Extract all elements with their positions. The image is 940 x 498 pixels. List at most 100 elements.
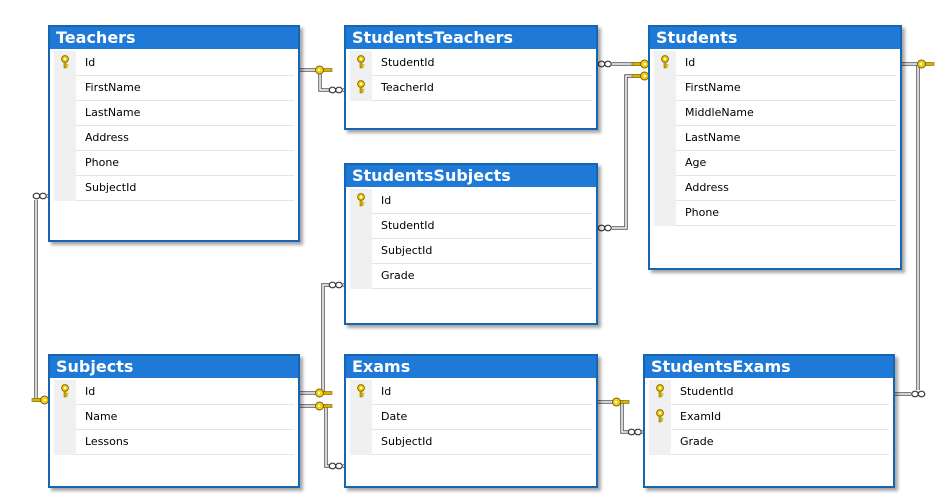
- column-name: ExamId: [671, 405, 889, 430]
- column-selector-cell: [654, 151, 676, 176]
- key-icon: [654, 383, 666, 402]
- key-icon: [355, 54, 367, 73]
- column-row[interactable]: MiddleName: [654, 101, 896, 126]
- column-selector-cell: [350, 264, 372, 289]
- column-name: TeacherId: [372, 76, 592, 101]
- column-name: Address: [676, 176, 896, 201]
- column-name: Name: [76, 405, 294, 430]
- column-row[interactable]: Date: [350, 405, 592, 430]
- infinity-icon: [328, 462, 343, 470]
- column-row[interactable]: LastName: [654, 126, 896, 151]
- primary-key-cell: [350, 76, 372, 101]
- primary-key-cell: [350, 51, 372, 76]
- column-row[interactable]: Id: [350, 189, 592, 214]
- column-name: StudentId: [671, 380, 889, 405]
- table-title[interactable]: Subjects: [50, 356, 298, 378]
- column-row[interactable]: SubjectId: [54, 176, 294, 201]
- column-selector-cell: [654, 201, 676, 226]
- infinity-icon: [328, 86, 343, 94]
- table-title[interactable]: StudentsTeachers: [346, 27, 596, 49]
- column-row[interactable]: Age: [654, 151, 896, 176]
- column-name: Id: [676, 51, 896, 76]
- column-row[interactable]: Phone: [54, 151, 294, 176]
- column-row[interactable]: Phone: [654, 201, 896, 226]
- column-selector-cell: [54, 76, 76, 101]
- infinity-icon: [627, 428, 642, 436]
- column-row[interactable]: FirstName: [654, 76, 896, 101]
- key-icon: [59, 54, 71, 73]
- column-row[interactable]: FirstName: [54, 76, 294, 101]
- column-selector-cell: [54, 126, 76, 151]
- table-title[interactable]: Teachers: [50, 27, 298, 49]
- column-name: StudentId: [372, 51, 592, 76]
- primary-key-cell: [54, 51, 76, 76]
- column-row[interactable]: ExamId: [649, 405, 889, 430]
- column-name: Id: [372, 380, 592, 405]
- column-selector-cell: [54, 405, 76, 430]
- table-title[interactable]: StudentsSubjects: [346, 165, 596, 187]
- column-name: LastName: [676, 126, 896, 151]
- column-selector-cell: [654, 126, 676, 151]
- key-icon: [654, 408, 666, 427]
- column-selector-cell: [654, 176, 676, 201]
- table-title[interactable]: Exams: [346, 356, 596, 378]
- column-name: SubjectId: [372, 430, 592, 455]
- column-row[interactable]: Id: [350, 380, 592, 405]
- column-row[interactable]: StudentId: [649, 380, 889, 405]
- key-icon: [659, 54, 671, 73]
- column-row[interactable]: TeacherId: [350, 76, 592, 101]
- column-name: Grade: [372, 264, 592, 289]
- column-row[interactable]: Address: [54, 126, 294, 151]
- column-selector-cell: [54, 176, 76, 201]
- column-row[interactable]: Grade: [649, 430, 889, 455]
- column-selector-cell: [649, 430, 671, 455]
- key-icon: [355, 79, 367, 98]
- column-name: SubjectId: [76, 176, 294, 201]
- primary-key-cell: [654, 51, 676, 76]
- column-row[interactable]: Id: [654, 51, 896, 76]
- column-row[interactable]: Id: [54, 51, 294, 76]
- key-icon: [355, 192, 367, 211]
- column-row[interactable]: Name: [54, 405, 294, 430]
- column-name: Id: [76, 51, 294, 76]
- column-row[interactable]: Id: [54, 380, 294, 405]
- column-row[interactable]: Grade: [350, 264, 592, 289]
- column-row[interactable]: StudentId: [350, 214, 592, 239]
- column-selector-cell: [350, 430, 372, 455]
- key-icon: [355, 383, 367, 402]
- column-name: Lessons: [76, 430, 294, 455]
- column-row[interactable]: Lessons: [54, 430, 294, 455]
- table-title[interactable]: StudentsExams: [645, 356, 893, 378]
- column-selector-cell: [654, 76, 676, 101]
- column-row[interactable]: Address: [654, 176, 896, 201]
- column-row[interactable]: SubjectId: [350, 430, 592, 455]
- column-row[interactable]: SubjectId: [350, 239, 592, 264]
- key-icon: [631, 59, 649, 69]
- column-name: Age: [676, 151, 896, 176]
- column-row[interactable]: StudentId: [350, 51, 592, 76]
- infinity-icon: [597, 224, 612, 232]
- key-icon: [315, 401, 333, 411]
- column-selector-cell: [54, 151, 76, 176]
- column-name: Address: [76, 126, 294, 151]
- column-name: LastName: [76, 101, 294, 126]
- primary-key-cell: [54, 380, 76, 405]
- column-row[interactable]: LastName: [54, 101, 294, 126]
- relationship-line: [598, 400, 643, 434]
- infinity-icon: [597, 60, 612, 68]
- table-title[interactable]: Students: [650, 27, 900, 49]
- column-name: MiddleName: [676, 101, 896, 126]
